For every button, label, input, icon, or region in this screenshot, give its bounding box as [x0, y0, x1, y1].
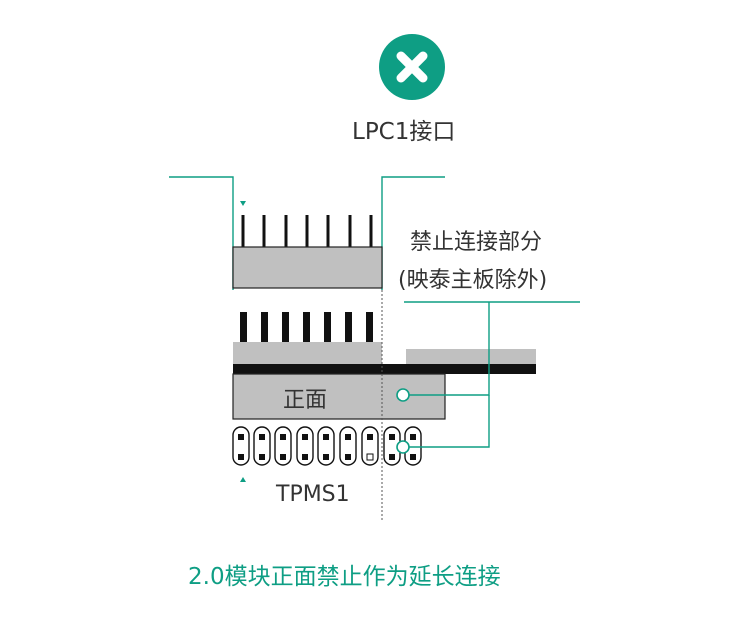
annotation-leaders: [404, 301, 580, 448]
pin1-marker-top: [240, 201, 246, 206]
board-header-housing: [233, 342, 382, 364]
top-header-pins: [241, 215, 373, 248]
lpc1-title: LPC1接口: [352, 119, 456, 145]
annotation-line2: (映泰主板除外): [398, 268, 548, 293]
x-badge: [379, 34, 445, 100]
pin1-marker-bottom: [240, 477, 246, 482]
caption: 2.0模块正面禁止作为延长连接: [188, 564, 501, 590]
adjacent-component: [406, 349, 536, 364]
annotation-dot-tpms: [396, 440, 410, 454]
motherboard-pcb: [233, 364, 536, 374]
board-front-label: 正面: [283, 388, 328, 413]
annotation-line1: 禁止连接部分: [410, 230, 543, 255]
top-header-housing: [232, 246, 383, 289]
tpms1-label: TPMS1: [276, 482, 350, 507]
annotation-dot-board: [396, 388, 410, 402]
empty-pin: [366, 453, 374, 461]
module-front-box: [232, 373, 446, 420]
x-icon: [396, 51, 428, 83]
tpms1-connector: [232, 426, 422, 466]
board-pins: [240, 312, 373, 342]
